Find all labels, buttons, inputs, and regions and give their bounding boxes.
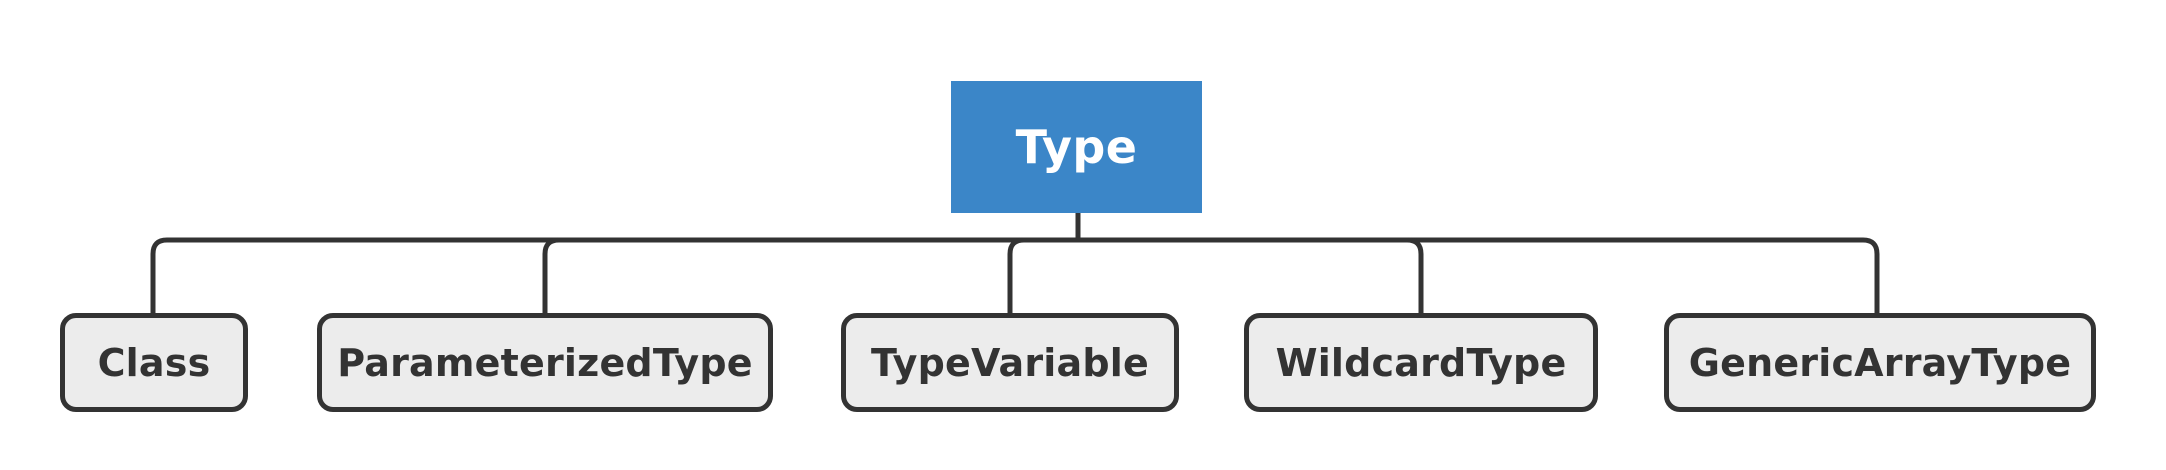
node-class-label: Class bbox=[97, 340, 211, 385]
node-type-label: Type bbox=[1015, 120, 1138, 174]
node-type[interactable]: Type bbox=[951, 81, 1202, 213]
node-generic-array-type-label: GenericArrayType bbox=[1688, 340, 2072, 385]
node-type-variable-label: TypeVariable bbox=[871, 340, 1149, 385]
node-parameterized-type[interactable]: ParameterizedType bbox=[317, 313, 773, 412]
node-class[interactable]: Class bbox=[60, 313, 248, 412]
edge-to-generic-array-type bbox=[1862, 237, 1880, 313]
edge-to-type-variable bbox=[1007, 237, 1025, 313]
edge-to-wildcard-type bbox=[1406, 237, 1424, 313]
edge-to-parameterized-type bbox=[542, 237, 560, 313]
edge-to-class bbox=[150, 237, 168, 313]
node-parameterized-type-label: ParameterizedType bbox=[337, 340, 753, 385]
node-generic-array-type[interactable]: GenericArrayType bbox=[1664, 313, 2096, 412]
node-wildcard-type-label: WildcardType bbox=[1275, 340, 1567, 385]
node-wildcard-type[interactable]: WildcardType bbox=[1244, 313, 1598, 412]
node-type-variable[interactable]: TypeVariable bbox=[841, 313, 1179, 412]
